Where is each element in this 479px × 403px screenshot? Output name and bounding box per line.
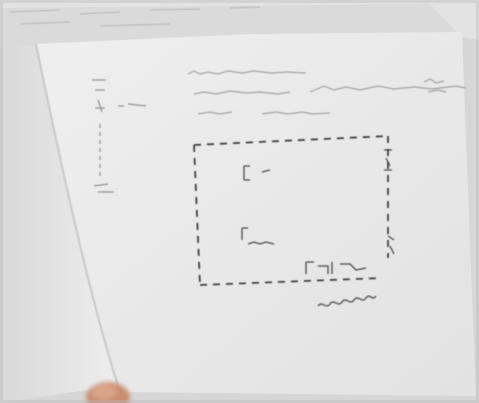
top-pages bbox=[0, 0, 479, 48]
main-page bbox=[35, 32, 476, 396]
handwriting-top bbox=[187, 70, 467, 115]
left-sketch bbox=[92, 79, 147, 193]
scribble-bottom bbox=[317, 295, 377, 307]
rectangle-marks bbox=[241, 149, 395, 274]
dashed-rectangle bbox=[193, 135, 389, 286]
thumb bbox=[86, 382, 130, 403]
left-page bbox=[0, 44, 120, 403]
